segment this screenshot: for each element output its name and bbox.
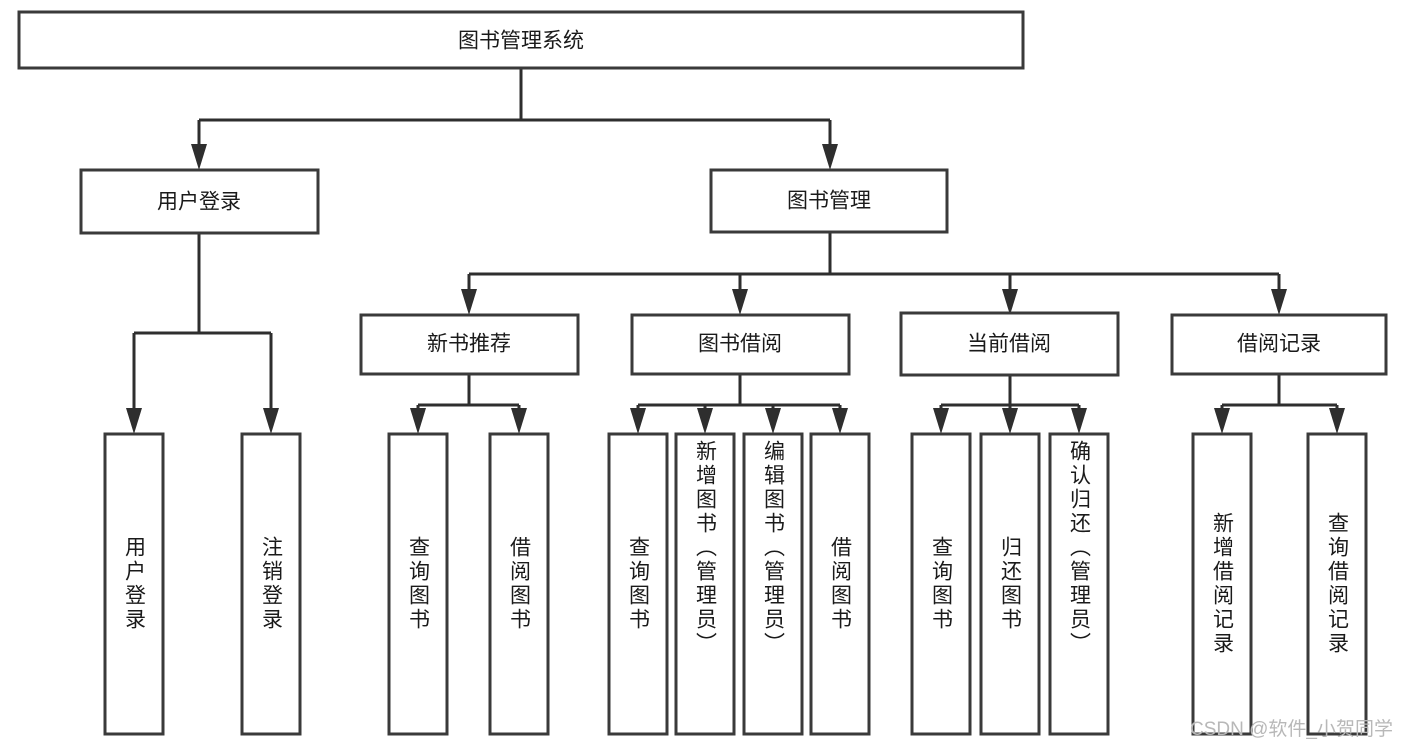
- arrow-head-user-login: [191, 144, 207, 170]
- node-box-new-book-recommend[interactable]: [359, 313, 580, 376]
- arrow-head-records-leaf-2: [1329, 408, 1345, 434]
- node-label-new-book-recommend: 新书推荐: [427, 333, 511, 356]
- arrow-head-borrow-leaf-3: [765, 408, 781, 434]
- node-label-book-borrow: 图书借阅: [698, 333, 782, 356]
- node-label-user-login: 用户登录: [157, 191, 241, 214]
- node-label-book-management: 图书管理: [787, 190, 871, 213]
- watermark-text: CSDN @软件_小贺同学: [1190, 719, 1393, 740]
- node-box-root[interactable]: [17, 10, 1025, 70]
- node-box-leaf-logout[interactable]: [240, 432, 302, 736]
- node-box-leaf-user-login[interactable]: [103, 432, 165, 736]
- node-label-current-borrow: 当前借阅: [967, 333, 1051, 356]
- arrow-head-current-leaf-3: [1071, 408, 1087, 434]
- node-box-book-management[interactable]: [709, 168, 949, 234]
- arrow-head-logout-leaf: [263, 408, 279, 434]
- node-box-leaf-current-return-book[interactable]: [979, 432, 1041, 736]
- arrow-head-borrow-leaf-1: [630, 408, 646, 434]
- arrow-head-records-leaf-1: [1214, 408, 1230, 434]
- node-label-borrow-records: 借阅记录: [1237, 333, 1321, 356]
- node-box-leaf-borrow-query-book[interactable]: [607, 432, 669, 736]
- node-box-leaf-current-confirm-return[interactable]: [1048, 432, 1110, 736]
- node-box-leaf-records-query[interactable]: [1306, 432, 1368, 736]
- node-box-user-login[interactable]: [79, 168, 320, 235]
- node-box-leaf-records-add[interactable]: [1191, 432, 1253, 736]
- node-box-leaf-current-query-book[interactable]: [910, 432, 972, 736]
- arrow-head-current-leaf-2: [1002, 408, 1018, 434]
- node-box-leaf-borrow-add-book[interactable]: [674, 432, 736, 736]
- node-box-leaf-borrow-edit-book[interactable]: [742, 432, 804, 736]
- node-label-root: 图书管理系统: [458, 30, 584, 53]
- arrow-head-current-leaf-1: [933, 408, 949, 434]
- node-box-leaf-recommend-query-book[interactable]: [387, 432, 449, 736]
- arrow-head-borrow-leaf-2: [697, 408, 713, 434]
- node-box-current-borrow[interactable]: [899, 311, 1120, 377]
- arrow-head-recommend-leaf-2: [511, 408, 527, 434]
- arrow-head-user-login-leaf: [126, 408, 142, 434]
- arrow-head-borrow-records: [1271, 289, 1287, 315]
- arrow-head-new-book-recommend: [461, 289, 477, 315]
- node-box-book-borrow[interactable]: [630, 313, 851, 376]
- arrow-head-book-mgmt: [822, 144, 838, 170]
- node-box-leaf-borrow-borrow-book[interactable]: [809, 432, 871, 736]
- arrow-head-current-borrow: [1002, 289, 1018, 315]
- arrow-head-borrow-leaf-4: [832, 408, 848, 434]
- connector-group: [126, 68, 1345, 434]
- arrow-head-book-borrow: [732, 289, 748, 315]
- node-group: 图书管理系统 用户登录 图书管理 新书推荐 图书借阅 当前借阅 借阅记录: [17, 10, 1388, 736]
- arrow-head-recommend-leaf-1: [410, 408, 426, 434]
- node-box-leaf-recommend-borrow-book[interactable]: [488, 432, 550, 736]
- node-box-borrow-records[interactable]: [1170, 313, 1388, 376]
